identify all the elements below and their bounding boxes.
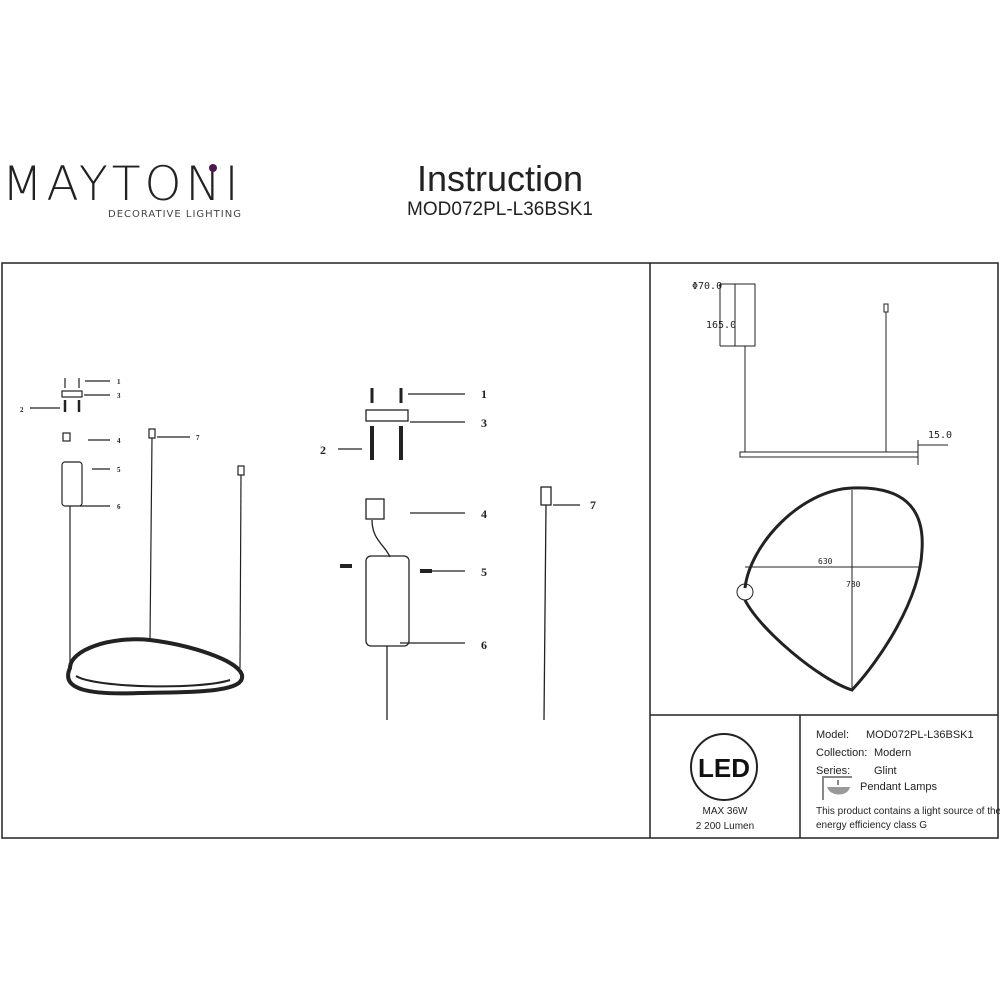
energy-note-1: This product contains a light source of … bbox=[816, 806, 1000, 817]
collection-label: Collection: bbox=[816, 747, 868, 759]
part-label: 1 bbox=[481, 387, 487, 401]
part-label: 3 bbox=[117, 392, 121, 400]
model-value: MOD072PL-L36BSK1 bbox=[866, 729, 974, 741]
part-label: 5 bbox=[481, 565, 487, 579]
category: Pendant Lamps bbox=[860, 781, 938, 793]
pendant-lamp-icon bbox=[822, 776, 852, 800]
series-value: Glint bbox=[874, 765, 897, 777]
dim-ring-height: 780 bbox=[846, 580, 861, 589]
part-label: 1 bbox=[117, 378, 121, 386]
logo-dot bbox=[209, 164, 217, 172]
small-exploded-view bbox=[30, 378, 245, 696]
part-label: 6 bbox=[481, 638, 487, 652]
energy-note-2: energy efficiency class G bbox=[816, 820, 927, 831]
model-number: MOD072PL-L36BSK1 bbox=[407, 199, 593, 220]
part-label: 2 bbox=[20, 406, 24, 414]
model-label: Model: bbox=[816, 729, 850, 741]
part-label: 4 bbox=[481, 507, 487, 521]
frame bbox=[1, 262, 999, 839]
dim-ring-width: 630 bbox=[818, 557, 833, 566]
brand-name: MAYTONI bbox=[2, 157, 243, 212]
dim-ring-thickness: 15.0 bbox=[928, 430, 952, 441]
large-exploded-view bbox=[338, 388, 580, 721]
part-label: 2 bbox=[320, 443, 326, 457]
brand-tagline: DECORATIVE LIGHTING bbox=[108, 209, 242, 220]
led-lumen: 2 200 Lumen bbox=[695, 821, 755, 832]
dim-canopy-height: 165.0 bbox=[706, 320, 736, 331]
part-label: 5 bbox=[117, 466, 121, 474]
part-label: 4 bbox=[117, 437, 121, 445]
collection-value: Modern bbox=[874, 747, 912, 759]
led-power: MAX 36W bbox=[702, 806, 748, 817]
page-title: Instruction bbox=[416, 158, 584, 199]
led-icon bbox=[690, 733, 758, 801]
part-label: 3 bbox=[481, 416, 487, 430]
brand-logo: MAYTONI bbox=[2, 161, 243, 208]
led-icon-text: LED bbox=[698, 753, 750, 783]
part-label: 7 bbox=[196, 434, 200, 442]
series-label: Series: bbox=[816, 765, 851, 777]
dimension-drawing bbox=[719, 283, 948, 692]
part-label: 7 bbox=[590, 498, 596, 512]
part-label: 6 bbox=[117, 503, 121, 511]
dim-diameter: Φ70.0 bbox=[692, 281, 722, 292]
